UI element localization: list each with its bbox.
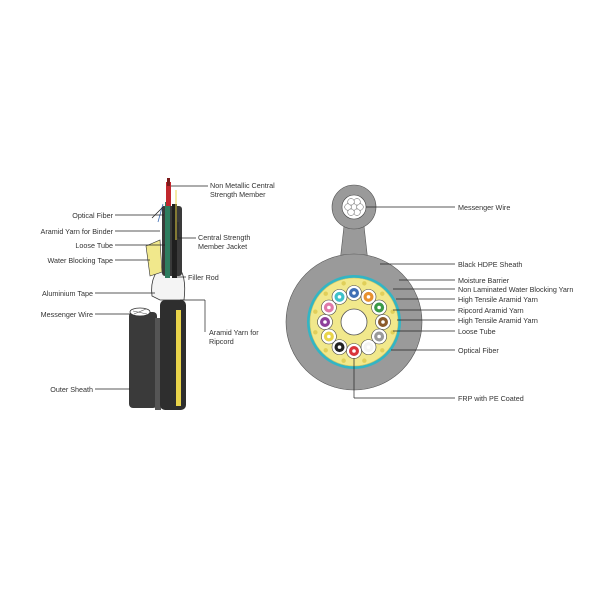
optical-fiber-core xyxy=(323,320,327,324)
optical-fiber-core xyxy=(327,334,331,339)
aramid-yarn-dot xyxy=(313,330,318,335)
label-optical-fiber-right: Optical Fiber xyxy=(458,346,499,355)
optical-fiber-core xyxy=(327,305,331,310)
optical-fiber-core xyxy=(352,291,356,295)
optical-fiber-core xyxy=(366,295,371,299)
label-loose-tube-right: Loose Tube xyxy=(458,327,496,336)
messenger-wire-end xyxy=(129,307,151,317)
aramid-yarn-dot xyxy=(341,358,346,363)
aramid-yarn-dot xyxy=(380,291,385,296)
frp-core xyxy=(340,308,368,336)
water-blocking-tape xyxy=(145,239,163,277)
optical-fiber-core xyxy=(377,305,381,310)
optical-fiber-core xyxy=(352,349,356,353)
label-non-metallic-member: Non Metallic Central Strength Member xyxy=(210,181,275,199)
aramid-yarn-dot xyxy=(362,281,367,286)
messenger-wire-body xyxy=(129,312,157,408)
label-moisture-barrier: Moisture Barrier xyxy=(458,276,510,285)
outer-sheath-body xyxy=(160,300,186,410)
optical-fiber-core xyxy=(377,334,381,339)
label-frp-pe-coated: FRP with PE Coated xyxy=(458,394,524,403)
label-high-tensile-aramid-2: High Tensile Aramid Yarn xyxy=(458,316,538,325)
aramid-yarn-dot xyxy=(313,309,318,314)
label-black-hdpe-sheath: Black HDPE Sheath xyxy=(458,260,523,269)
aramid-yarn-dot xyxy=(362,358,367,363)
label-optical-fiber-left: Optical Fiber xyxy=(72,211,113,220)
aramid-yarn-dot xyxy=(323,348,328,353)
label-outer-sheath: Outer Sheath xyxy=(50,385,93,394)
cable-side-view xyxy=(95,178,208,410)
sheath-yellow-stripe xyxy=(176,310,181,406)
cable-cross-section xyxy=(285,184,455,399)
label-messenger-wire-left: Messenger Wire xyxy=(40,310,93,319)
sheath-web xyxy=(155,318,161,410)
central-member xyxy=(166,182,171,206)
label-non-laminated-yarn: Non Laminated Water Blocking Yarn xyxy=(458,285,574,294)
aramid-yarn-dot xyxy=(341,281,346,286)
label-filler-rod: Filler Rod xyxy=(188,273,219,282)
optical-fiber-core xyxy=(337,295,342,299)
optical-fiber-core xyxy=(337,345,342,349)
label-high-tensile-aramid-1: High Tensile Aramid Yarn xyxy=(458,295,538,304)
aramid-yarn-dot xyxy=(390,309,395,314)
label-aramid-binder: Aramid Yarn for Binder xyxy=(40,227,113,236)
label-aluminium-tape: Aluminium Tape xyxy=(41,289,93,298)
optical-fiber-core xyxy=(381,320,385,324)
loose-tube-strand xyxy=(165,202,170,278)
loose-tube-ring xyxy=(313,281,395,363)
label-water-blocking-tape: Water Blocking Tape xyxy=(47,256,113,265)
aramid-yarn-dot xyxy=(323,291,328,296)
optical-fiber-core xyxy=(366,345,371,349)
filler-rod-strand xyxy=(172,204,177,278)
label-messenger-wire-right: Messenger Wire xyxy=(458,203,511,212)
label-loose-tube-left: Loose Tube xyxy=(75,241,113,250)
label-aramid-ripcord: Aramid Yarn for Ripcord xyxy=(209,328,259,346)
label-central-member-jacket: Central Strength Member Jacket xyxy=(198,233,251,251)
label-ripcord-aramid: Ripcord Aramid Yarn xyxy=(458,306,524,315)
aramid-yarn-dot xyxy=(380,348,385,353)
